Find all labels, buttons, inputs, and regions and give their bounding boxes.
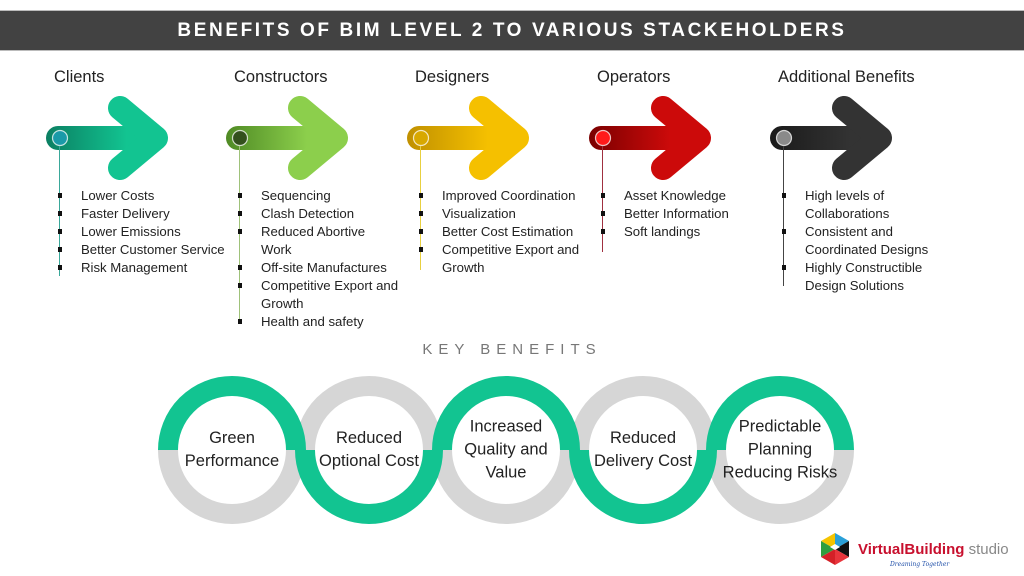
benefit-item: Clash Detection [238,205,399,223]
stakeholder-title: Clients [54,68,105,86]
benefit-item: Highly Constructible Design Solutions [782,259,933,295]
benefit-item: Risk Management [58,259,229,277]
company-logo: VirtualBuilding studio [818,532,1009,566]
benefit-item: Consistent and Coordinated Designs [782,223,933,259]
ring-green-half [706,376,854,451]
node-dot-icon [412,129,430,147]
arrow-icon [46,96,168,180]
node-dot-icon [775,129,793,147]
benefit-item: Better Customer Service [58,241,229,259]
node-dot-icon [231,129,249,147]
connector-line [420,146,421,270]
benefit-item: Soft landings [601,223,752,241]
logo-cube-icon [821,533,849,565]
title-banner: BENEFITS OF BIM LEVEL 2 TO VARIOUS STACK… [0,10,1024,51]
benefit-item: Better Information [601,205,752,223]
logo-suffix: studio [968,540,1009,558]
ring-grey-half [706,449,854,524]
page-title: BENEFITS OF BIM LEVEL 2 TO VARIOUS STACK… [177,19,847,41]
benefit-item: Competitive Export and Growth [419,241,580,277]
connector-line [783,146,784,286]
benefit-item: Health and safety [238,313,399,331]
connector-line [239,146,240,322]
ring-green-half [158,376,306,451]
ring-grey-half [569,376,717,451]
benefit-item: Off-site Manufactures [238,259,399,277]
arrow-icon [589,96,711,180]
key-benefit-label: Green Performance [184,429,280,470]
key-benefits-rings [158,376,854,524]
stakeholder-title: Designers [415,68,490,86]
arrow-icon [770,96,892,180]
connector-line [602,146,603,252]
ring-green-half [569,449,717,524]
ring-grey-half [432,449,580,524]
benefit-item: Competitive Export and Growth [238,277,399,313]
node-dot-icon [51,129,69,147]
benefit-item: Visualization [419,205,580,223]
benefit-item: Faster Delivery [58,205,229,223]
benefit-item: Better Cost Estimation [419,223,580,241]
benefit-item: Sequencing [238,187,399,205]
logo-tagline: Dreaming Together [890,561,950,568]
logo-brand: VirtualBuilding [858,540,965,558]
key-benefit-label: Reduced Delivery Cost [593,429,693,470]
ring-grey-half [295,376,443,451]
ring-green-half [432,376,580,451]
ring-green-half [295,449,443,524]
arrow-icon [226,96,348,180]
stakeholder-title: Operators [597,68,671,86]
stakeholder-title: Constructors [234,68,328,86]
benefit-item: High levels of Collaborations [782,187,933,223]
benefit-item: Lower Emissions [58,223,229,241]
benefit-item: Improved Coordination [419,187,580,205]
key-benefit-label: Predictable Planning Reducing Risks [722,417,838,482]
arrow-icon [407,96,529,180]
key-benefit-label: Reduced Optional Cost [319,429,419,470]
key-benefit-label: Increased Quality and Value [464,417,548,482]
stakeholder-title: Additional Benefits [778,68,915,86]
benefit-item: Reduced Abortive Work [238,223,399,259]
node-dot-icon [594,129,612,147]
logo-text: VirtualBuilding studio [858,541,1009,558]
benefit-item: Lower Costs [58,187,229,205]
key-benefits-heading: KEY BENEFITS [422,341,602,358]
benefit-item: Asset Knowledge [601,187,752,205]
ring-grey-half [158,449,306,524]
